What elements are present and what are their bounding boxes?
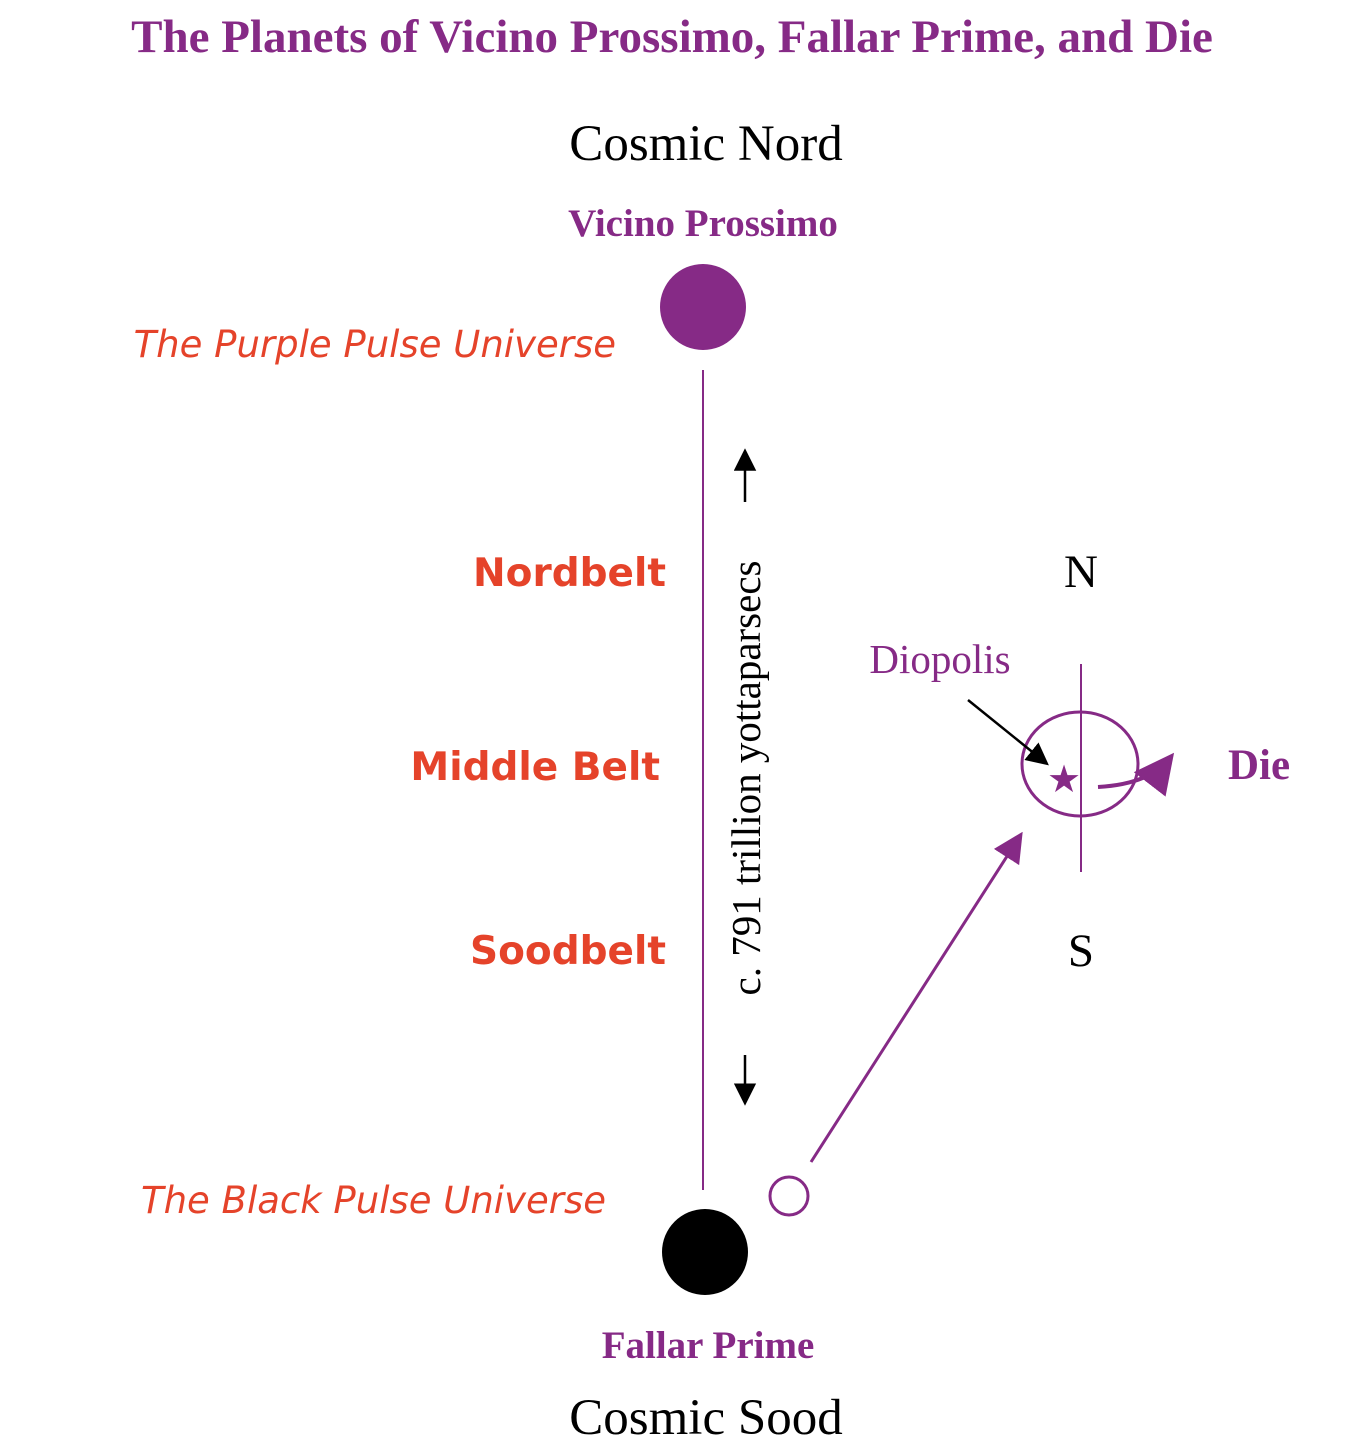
soodbelt-label: Soodbelt xyxy=(470,929,666,974)
cosmic-sood-label: Cosmic Sood xyxy=(569,1390,842,1442)
diopolis-pointer-arrow xyxy=(967,699,1049,766)
fallar-prime-label: Fallar Prime xyxy=(602,1324,815,1367)
purple-pulse-universe-label: The Purple Pulse Universe xyxy=(134,323,616,366)
departure-moon xyxy=(768,1175,810,1217)
vicino-prossimo-label: Vicino Prossimo xyxy=(568,202,838,245)
die-north-label: N xyxy=(1064,546,1098,598)
diopolis-label: Diopolis xyxy=(869,636,1010,682)
die-south-label: S xyxy=(1068,925,1094,977)
diagram-title: The Planets of Vicino Prossimo, Fallar P… xyxy=(131,11,1213,63)
rotation-arrow xyxy=(1097,752,1175,797)
die-label: Die xyxy=(1228,742,1290,789)
nordbelt-label: Nordbelt xyxy=(473,551,666,596)
diopolis-star-icon: ★ xyxy=(1047,757,1081,801)
black-pulse-universe-label: The Black Pulse Universe xyxy=(141,1179,606,1222)
middle-belt-label: Middle Belt xyxy=(410,745,660,790)
distance-label: c. 791 trillion yottaparsecs xyxy=(723,561,769,996)
trajectory-arrow xyxy=(809,831,1023,1163)
fallar-prime-planet xyxy=(662,1209,748,1295)
vicino-prossimo-planet xyxy=(660,264,746,350)
cosmic-nord-label: Cosmic Nord xyxy=(569,116,842,172)
